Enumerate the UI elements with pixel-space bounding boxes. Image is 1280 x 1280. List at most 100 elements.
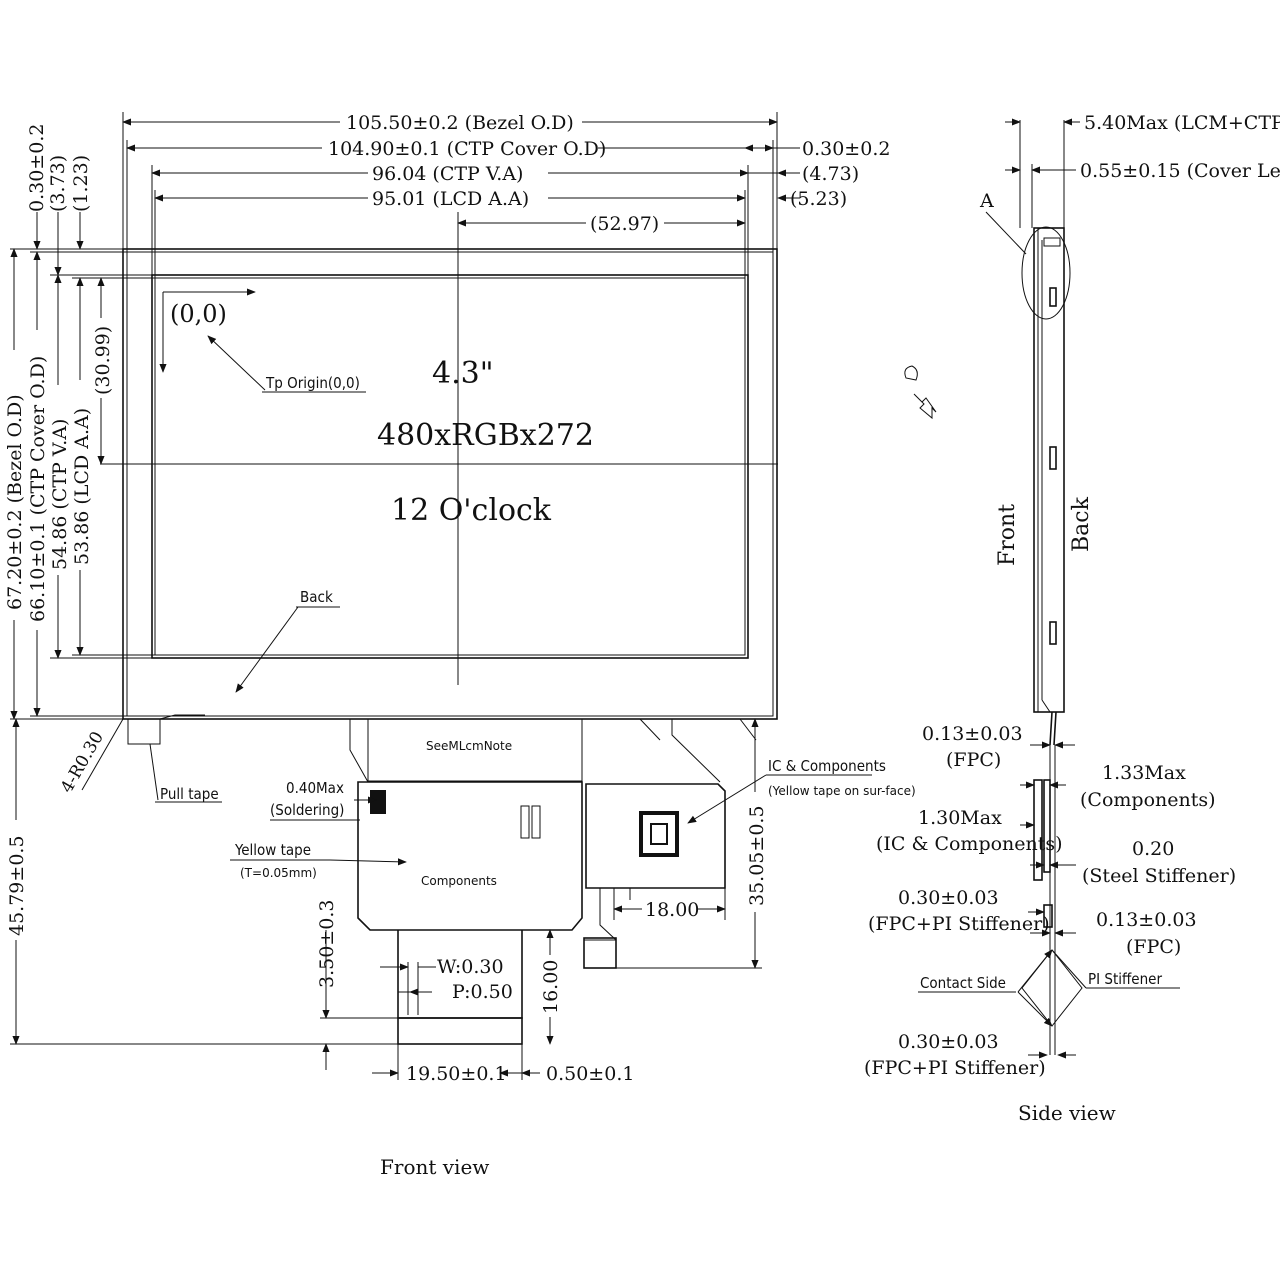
fpc-pi-thickness-1: 0.30±0.03 [898,887,999,909]
dim-finger-offset: 0.50±0.1 [546,1063,634,1085]
ic-components-note: (Yellow tape on sur-face) [768,784,916,798]
dim-top-373: (3.73) [47,155,69,212]
dim-finger-width: 19.50±0.1 [406,1063,507,1085]
front-view: (0,0) Tp Origin(0,0) 4.3" 480xRGBx272 12… [2,108,916,1179]
component-block-2 [531,805,541,839]
components-thickness: 1.33Max [1102,762,1186,784]
detail-a-circle [1021,226,1071,320]
dim-total-thickness: 5.40Max (LCM+CTP) [1084,112,1280,134]
lcd-active-area [154,277,746,656]
dim-16: 16.00 [540,960,562,1014]
side-components [1033,779,1043,881]
dim-cover-lens: 0.55±0.15 (Cover Lens) [1080,160,1280,182]
resolution-label: 480xRGBx272 [377,418,594,453]
fpc-thickness-1: 0.13±0.03 [922,723,1023,745]
side-back-label: Back [1069,496,1094,552]
dim-pin-pitch: P:0.50 [452,981,513,1003]
fpc-neck [349,718,757,783]
dim-ctp-va-width: 96.04 (CTP V.A) [372,163,523,185]
ic-chip [639,811,679,857]
side-clip-2 [1049,446,1057,470]
size-label: 4.3" [432,356,494,391]
side-view-title: Side view [1018,1101,1116,1125]
steel-thickness: 0.20 [1132,838,1174,860]
side-fpc [1049,711,1057,746]
dim-top-030: 0.30±0.2 [26,124,48,212]
ic-components-label: IC & Components [768,757,886,775]
ic-side-label: (IC & Components) [876,833,1063,855]
view-eye-icon [904,365,918,381]
watermark: SeeMLcmNote [426,739,512,753]
components-area [357,781,583,931]
dim-lcd-aa-height: 53.86 (LCD A.A) [71,408,93,565]
fpc-pi-label-1: (FPC+PI Stiffener) [868,913,1050,935]
dim-pin-width: W:0.30 [437,956,504,978]
side-pi-stiffener [1043,904,1053,928]
side-steel-stiffener [1043,779,1051,873]
ic-thickness: 1.30Max [918,807,1002,829]
contact-diamond [1021,949,1083,1027]
dim-top-123: (1.23) [70,155,92,212]
side-front-label: Front [995,504,1020,566]
dim-center-x: (52.97) [590,213,659,235]
fpc-label-2: (FPC) [1126,936,1181,958]
soldering-label: (Soldering) [270,801,344,819]
component-block-1 [520,805,530,839]
dim-ctp-cover-width: 104.90±0.1 (CTP Cover O.D) [328,138,606,160]
pi-stiffener-label: PI Stiffener [1088,970,1162,988]
steel-label: (Steel Stiffener) [1082,865,1236,887]
dim-ctp-cover-height: 66.10±0.1 (CTP Cover O.D) [27,356,49,622]
dim-bezel-height: 67.20±0.2 (Bezel O.D) [4,394,26,610]
dim-lcd-aa-width: 95.01 (LCD A.A) [372,188,529,210]
dim-right-523: (5.23) [790,188,847,210]
dim-total-height: 45.79±0.5 [6,835,28,936]
ic-stiffener-area [585,783,726,889]
dim-ctp-va-height: 54.86 (CTP V.A) [49,419,71,570]
dim-center-y: (30.99) [92,326,114,395]
fpc-pi-label-2: (FPC+PI Stiffener) [864,1057,1046,1079]
dim-18: 18.00 [645,899,699,921]
dim-right-030: 0.30±0.2 [802,138,890,160]
fpc-top-band [367,718,583,782]
pull-tape [127,719,161,745]
side-view: A 5.40Max (LCM+CTP) 0.55±0.15 (Cover Len… [864,112,1280,1125]
fpc-label-1: (FPC) [946,749,1001,771]
side-clip-3 [1049,621,1057,645]
gold-fingers [397,1017,523,1045]
ctp-cover-outline [126,251,774,717]
fpc-thickness-2: 0.13±0.03 [1096,909,1197,931]
back-leader [235,606,299,693]
ctp-viewing-area [151,274,749,659]
dim-350: 3.50±0.3 [316,900,338,988]
fpc-lower-tail [584,888,631,968]
corner-radius-label: 4-R0.30 [57,728,108,796]
tp-origin-leader [207,335,266,391]
side-cover-top [1043,237,1061,247]
back-label: Back [300,588,333,606]
soldering-value: 0.40Max [286,779,344,797]
origin-label: (0,0) [170,300,227,328]
fpc-end-connector [583,937,617,969]
components-side-label: (Components) [1080,789,1216,811]
yellow-tape-thickness: (T=0.05mm) [240,866,317,880]
pull-tape-leader [149,743,159,801]
yellow-tape-label: Yellow tape [234,841,311,859]
tp-origin-label: Tp Origin(0,0) [265,374,360,392]
view-direction-label: 12 O'clock [391,493,552,528]
dim-bezel-width: 105.50±0.2 (Bezel O.D) [346,112,574,134]
contact-side-label: Contact Side [920,974,1006,992]
component-block-3 [370,790,386,814]
fpc-pi-thickness-2: 0.30±0.03 [898,1031,999,1053]
dim-right-473: (4.73) [802,163,859,185]
top-dimensions: 105.50±0.2 (Bezel O.D) 104.90±0.1 (CTP C… [122,108,890,278]
left-dimensions: 67.20±0.2 (Bezel O.D) 66.10±0.1 (CTP Cov… [2,124,155,720]
view-arrow-icon [913,393,937,420]
side-clip-1 [1049,287,1057,307]
pull-tape-label: Pull tape [160,785,219,803]
side-module-body [1033,227,1065,713]
detail-a-label: A [979,190,994,212]
front-view-title: Front view [380,1155,489,1179]
components-label: Components [421,874,497,888]
dim-fpc-length: 35.05±0.5 [746,805,768,906]
